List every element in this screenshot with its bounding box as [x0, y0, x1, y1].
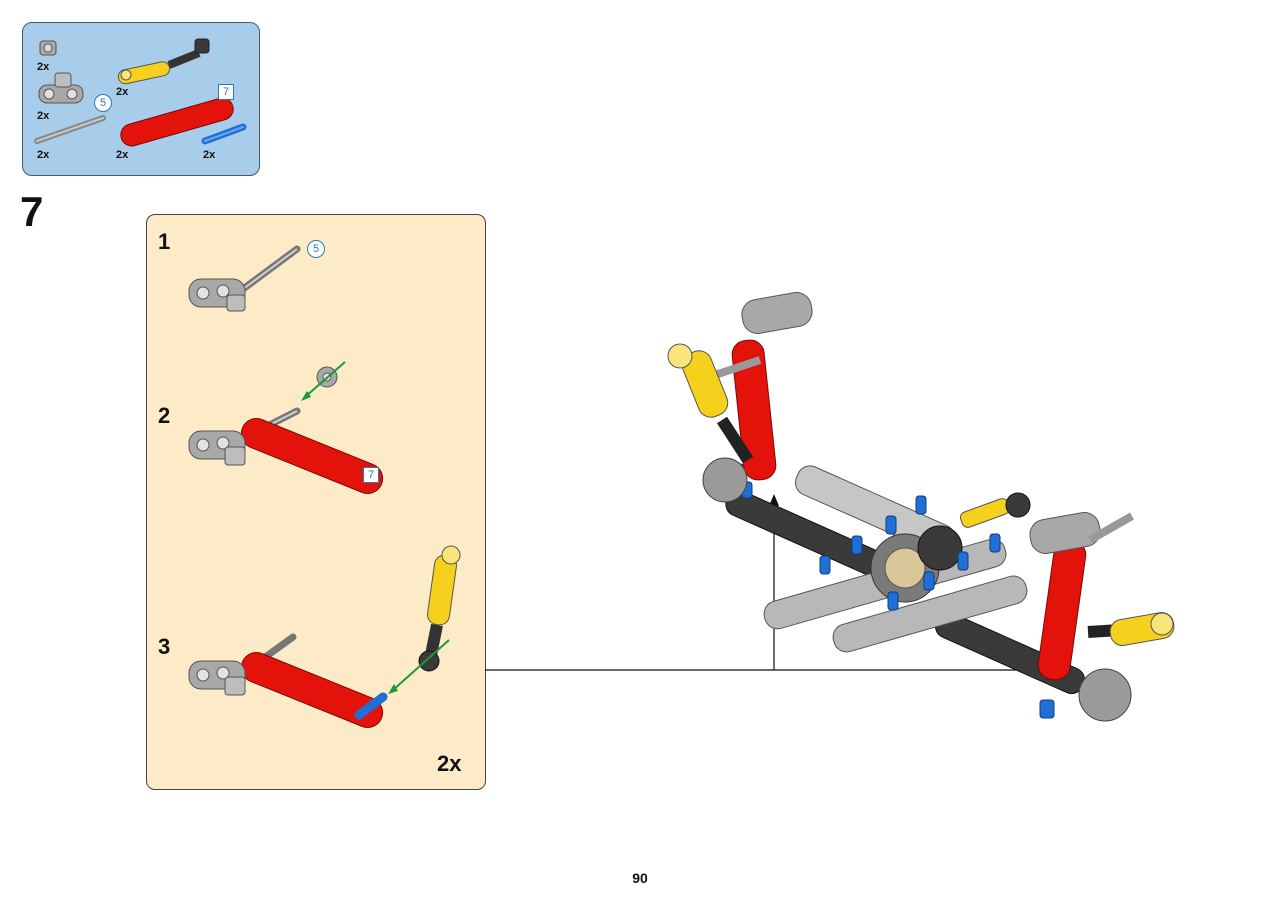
axle-length-badge: 5 [94, 94, 112, 112]
subassembly-art [188, 245, 461, 728]
shock-absorber-icon [418, 545, 461, 672]
beam-length-badge: 7 [218, 84, 234, 100]
subassembly-panel: 1 2 3 [146, 214, 486, 790]
axle-5-icon [34, 115, 106, 144]
qty-axle: 2x [37, 149, 50, 161]
substep-2-illustration [188, 361, 384, 494]
substep-2-number: 2 [158, 403, 171, 428]
right-suspension [1029, 512, 1175, 722]
substep-1-number: 1 [158, 229, 171, 254]
qty-shock-absorber: 2x [116, 86, 129, 98]
parts-list-callout: 2x 2x 2x 5 2x 7 2x 2x [22, 22, 260, 176]
shock-absorber-icon [117, 38, 210, 85]
blue-pin-icon [201, 123, 247, 145]
chassis [725, 465, 1086, 695]
red-beam-icon [120, 97, 234, 147]
qty-pin-connector: 2x [37, 110, 50, 122]
step-number: 7 [20, 188, 44, 235]
substep-3-illustration [188, 545, 461, 728]
blue-pins [733, 463, 1001, 611]
assembly-arrow [304, 361, 346, 398]
blue-pin-icon [354, 692, 388, 720]
substep-2-beam-length: 7 [363, 467, 379, 483]
substep-1-axle-length: 5 [307, 240, 325, 258]
pin-connector-icon [38, 72, 84, 104]
parts-list-art [34, 38, 247, 147]
subassembly-multiplier: 2x [437, 751, 462, 776]
axle-connector-icon [39, 40, 57, 56]
qty-axle-connector: 2x [37, 61, 50, 73]
substep-1-illustration [188, 245, 301, 312]
qty-blue-pin: 2x [203, 149, 216, 161]
substep-3-number: 3 [158, 634, 171, 659]
page-number: 90 [632, 870, 648, 886]
assembly-arrow [392, 639, 450, 691]
left-suspension [667, 292, 813, 503]
qty-red-beam: 2x [116, 149, 129, 161]
